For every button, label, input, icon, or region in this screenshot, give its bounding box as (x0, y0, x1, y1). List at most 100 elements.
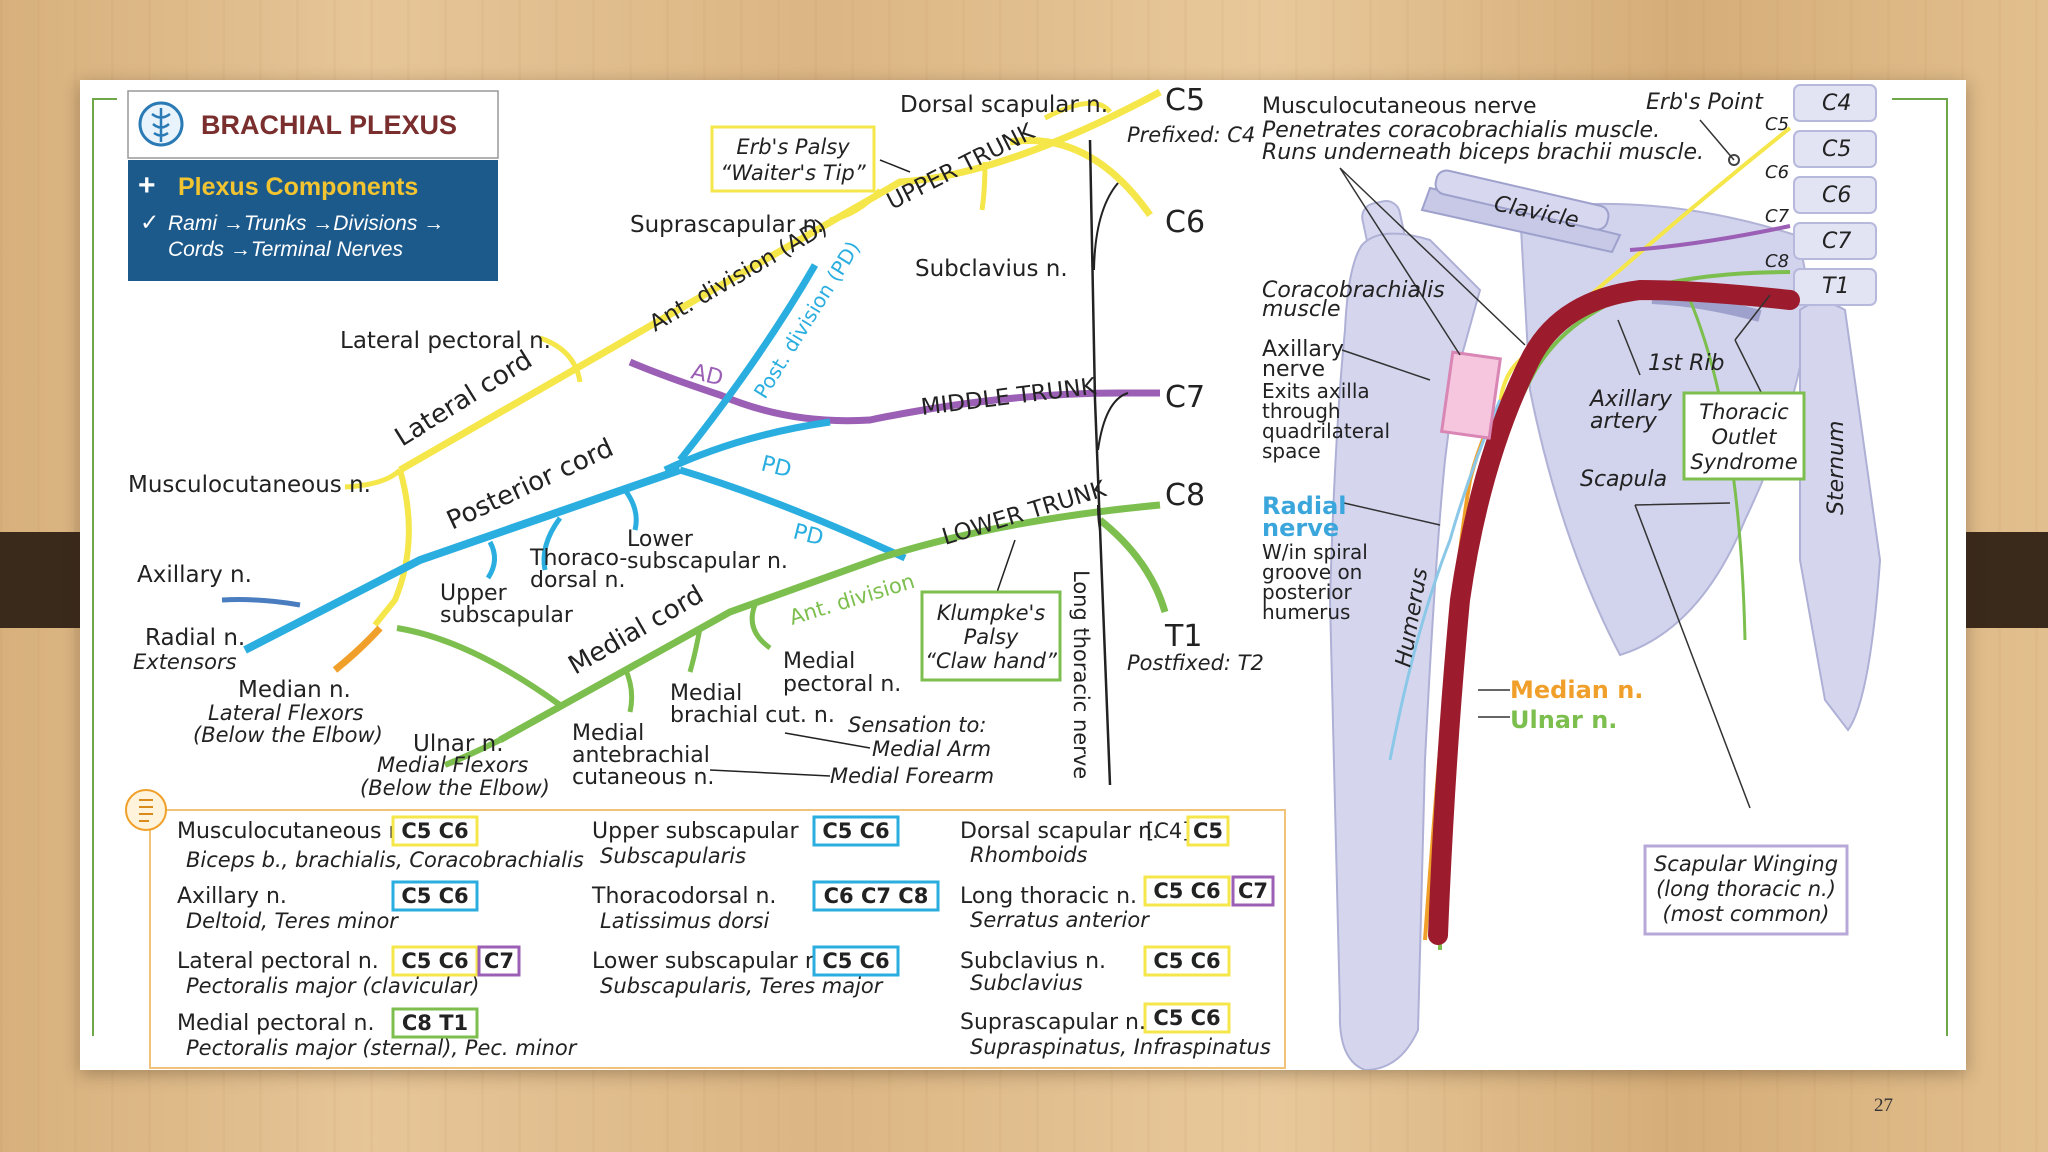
subclavius-branch (979, 161, 988, 211)
table-c3-r2-roots: C5 C6 (1153, 879, 1220, 903)
ulnar-sub-2: (Below the Elbow) (360, 776, 550, 800)
dorsal-scapular-label: Dorsal scapular n. (900, 92, 1108, 118)
mc-title: Musculocutaneous nerve (1262, 94, 1537, 119)
table-c3-r4-roots-box (1143, 1002, 1231, 1034)
exits-label-4: space (1262, 439, 1321, 463)
exits-label-1: Exits axilla (1262, 379, 1370, 403)
scapula-shape (1518, 202, 1809, 657)
title-box (127, 90, 499, 159)
suprascapular-label: Suprascapular n. (630, 212, 824, 238)
medial-brachial-branch (687, 627, 703, 673)
axillary-nerve-label-2: nerve (1262, 357, 1325, 382)
exits-label-2: through (1262, 399, 1341, 423)
table-c1-r2-roots-box (391, 880, 479, 912)
first-rib-label: 1st Rib (1648, 351, 1724, 376)
coraco-label-2: muscle (1262, 297, 1341, 322)
lateral-pectoral-branch (539, 335, 583, 383)
klumpke-line-1: Klumpke's (937, 601, 1046, 625)
spiral-label-2: groove on (1262, 560, 1362, 584)
t1-root (1097, 517, 1169, 613)
long-thoracic-label: Long thoracic nerve (1069, 570, 1093, 779)
table-c3-r2-extra-box (1231, 875, 1275, 907)
posterior-division-upper (677, 263, 819, 463)
coracobrachialis-muscle (1439, 350, 1503, 440)
root-label-c6: C6 (1765, 162, 1789, 183)
table-c3-r1-roots-box (1186, 815, 1230, 847)
anatomy-ulnar-label: Ulnar n. (1510, 706, 1617, 734)
table-c3-r2-muscles: Serratus anterior (970, 908, 1150, 932)
anatomy-median-label: Median n. (1510, 676, 1643, 704)
root-label-c7: C7 (1765, 206, 1790, 227)
table-c2-r3-nerve: Lower subscapular n. (592, 949, 826, 974)
vert-label-c6: C6 (1822, 183, 1851, 208)
posterior-division-lower (678, 466, 907, 562)
slide: BRACHIAL PLEXUS + Plexus Components ✓ Ra… (80, 80, 1966, 1116)
table-c2-r1-nerve: Upper subscapular (592, 819, 800, 844)
postfixed-label: Postfixed: T2 (1127, 651, 1264, 675)
root-label-c8: C8 (1765, 251, 1789, 272)
sternum-label: Sternum (1824, 421, 1849, 516)
upper-subscapular-label-1: Upper (440, 581, 508, 606)
table-c1-r4-muscles: Pectoralis major (sternal), Pec. minor (186, 1036, 578, 1060)
plus-icon: + (138, 169, 156, 202)
medial-arm-label: Medial Arm (872, 737, 991, 761)
erbs-palsy-box (710, 125, 876, 193)
table-c1-r4-nerve: Medial pectoral n. (177, 1011, 374, 1036)
ulnar-branch (443, 737, 502, 768)
root-c7: C7 (1165, 380, 1205, 415)
scapular-winging-box (1643, 844, 1849, 936)
axillary-nerve-label-1: Axillary (1262, 337, 1344, 362)
tos-line-3: Syndrome (1690, 450, 1797, 474)
erbs-palsy-line-2: “Waiter's Tip” (720, 161, 866, 185)
medial-root-median (396, 625, 562, 708)
table-c2-r2-roots: C6 C7 C8 (824, 884, 929, 908)
table-c2-r3-roots: C5 C6 (822, 949, 889, 973)
table-c3-r1-roots: C5 (1193, 819, 1223, 843)
plexus-diagram: BRACHIAL PLEXUS + Plexus Components ✓ Ra… (125, 83, 1882, 1070)
sensation-label: Sensation to: (848, 713, 986, 737)
spiral-label-4: humerus (1262, 600, 1350, 624)
radial-label: Radial n. (145, 625, 245, 651)
medial-antebrachial-label-1: Medial (572, 721, 644, 746)
axillary-artery (1428, 279, 1800, 945)
axillary-artery-label-1: Axillary (1588, 387, 1673, 412)
winging-line-3: (most common) (1662, 902, 1829, 926)
winging-line-2: (long thoracic n.) (1656, 877, 1836, 901)
table-c2-r1-roots-box (812, 815, 900, 847)
table-c1-r1-nerve: Musculocutaneous n. (177, 819, 409, 844)
median-sub-2: (Below the Elbow) (193, 723, 383, 747)
table-c3-r4-roots: C5 C6 (1153, 1006, 1220, 1030)
medial-pectoral-label-1: Medial (783, 649, 855, 674)
middle-trunk-label: MIDDLE TRUNK (920, 374, 1099, 421)
median-sub-1: Lateral Flexors (208, 701, 363, 725)
root-label-c5: C5 (1765, 114, 1789, 135)
prefixed-label: Prefixed: C4 (1127, 123, 1255, 147)
caduceus-mark (151, 108, 171, 142)
medial-antebrachial-label-3: cutaneous n. (572, 765, 714, 790)
lateral-pectoral-label: Lateral pectoral n. (340, 328, 551, 354)
thoracodorsal-label-2: dorsal n. (530, 568, 625, 593)
klumpke-box (920, 590, 1062, 682)
middle-trunk (628, 358, 1160, 425)
table-c2-r1-roots: C5 C6 (822, 819, 889, 843)
vertebral-column (1793, 84, 1877, 306)
radial-nerve-label-2: nerve (1262, 514, 1339, 542)
thoracodorsal-branch (541, 516, 563, 571)
ulnar-label: Ulnar n. (413, 731, 504, 757)
frame-top-right (1892, 98, 1948, 100)
medial-pectoral-label-2: pectoral n. (783, 672, 901, 697)
medial-pectoral-branch (749, 604, 772, 651)
lower-subscapular-label-1: Lower (627, 527, 694, 552)
anatomy-radial-nerve (1388, 399, 1502, 761)
radial-sub-label: Extensors (133, 650, 237, 674)
long-thoracic-nerve-line (1088, 139, 1112, 786)
winging-line-1: Scapular Winging (1654, 852, 1838, 876)
lower-subscapular-branch (622, 488, 639, 531)
root-c6: C6 (1165, 205, 1205, 240)
table-c3-r1-nerve: Dorsal scapular n. (960, 819, 1159, 844)
musculocutaneous-branch (344, 468, 402, 490)
axillary-branch (221, 597, 301, 608)
table-c1-r2-roots: C5 C6 (401, 884, 468, 908)
table-c3-r3-roots-box (1143, 945, 1231, 977)
sternum-shape (1799, 301, 1882, 732)
